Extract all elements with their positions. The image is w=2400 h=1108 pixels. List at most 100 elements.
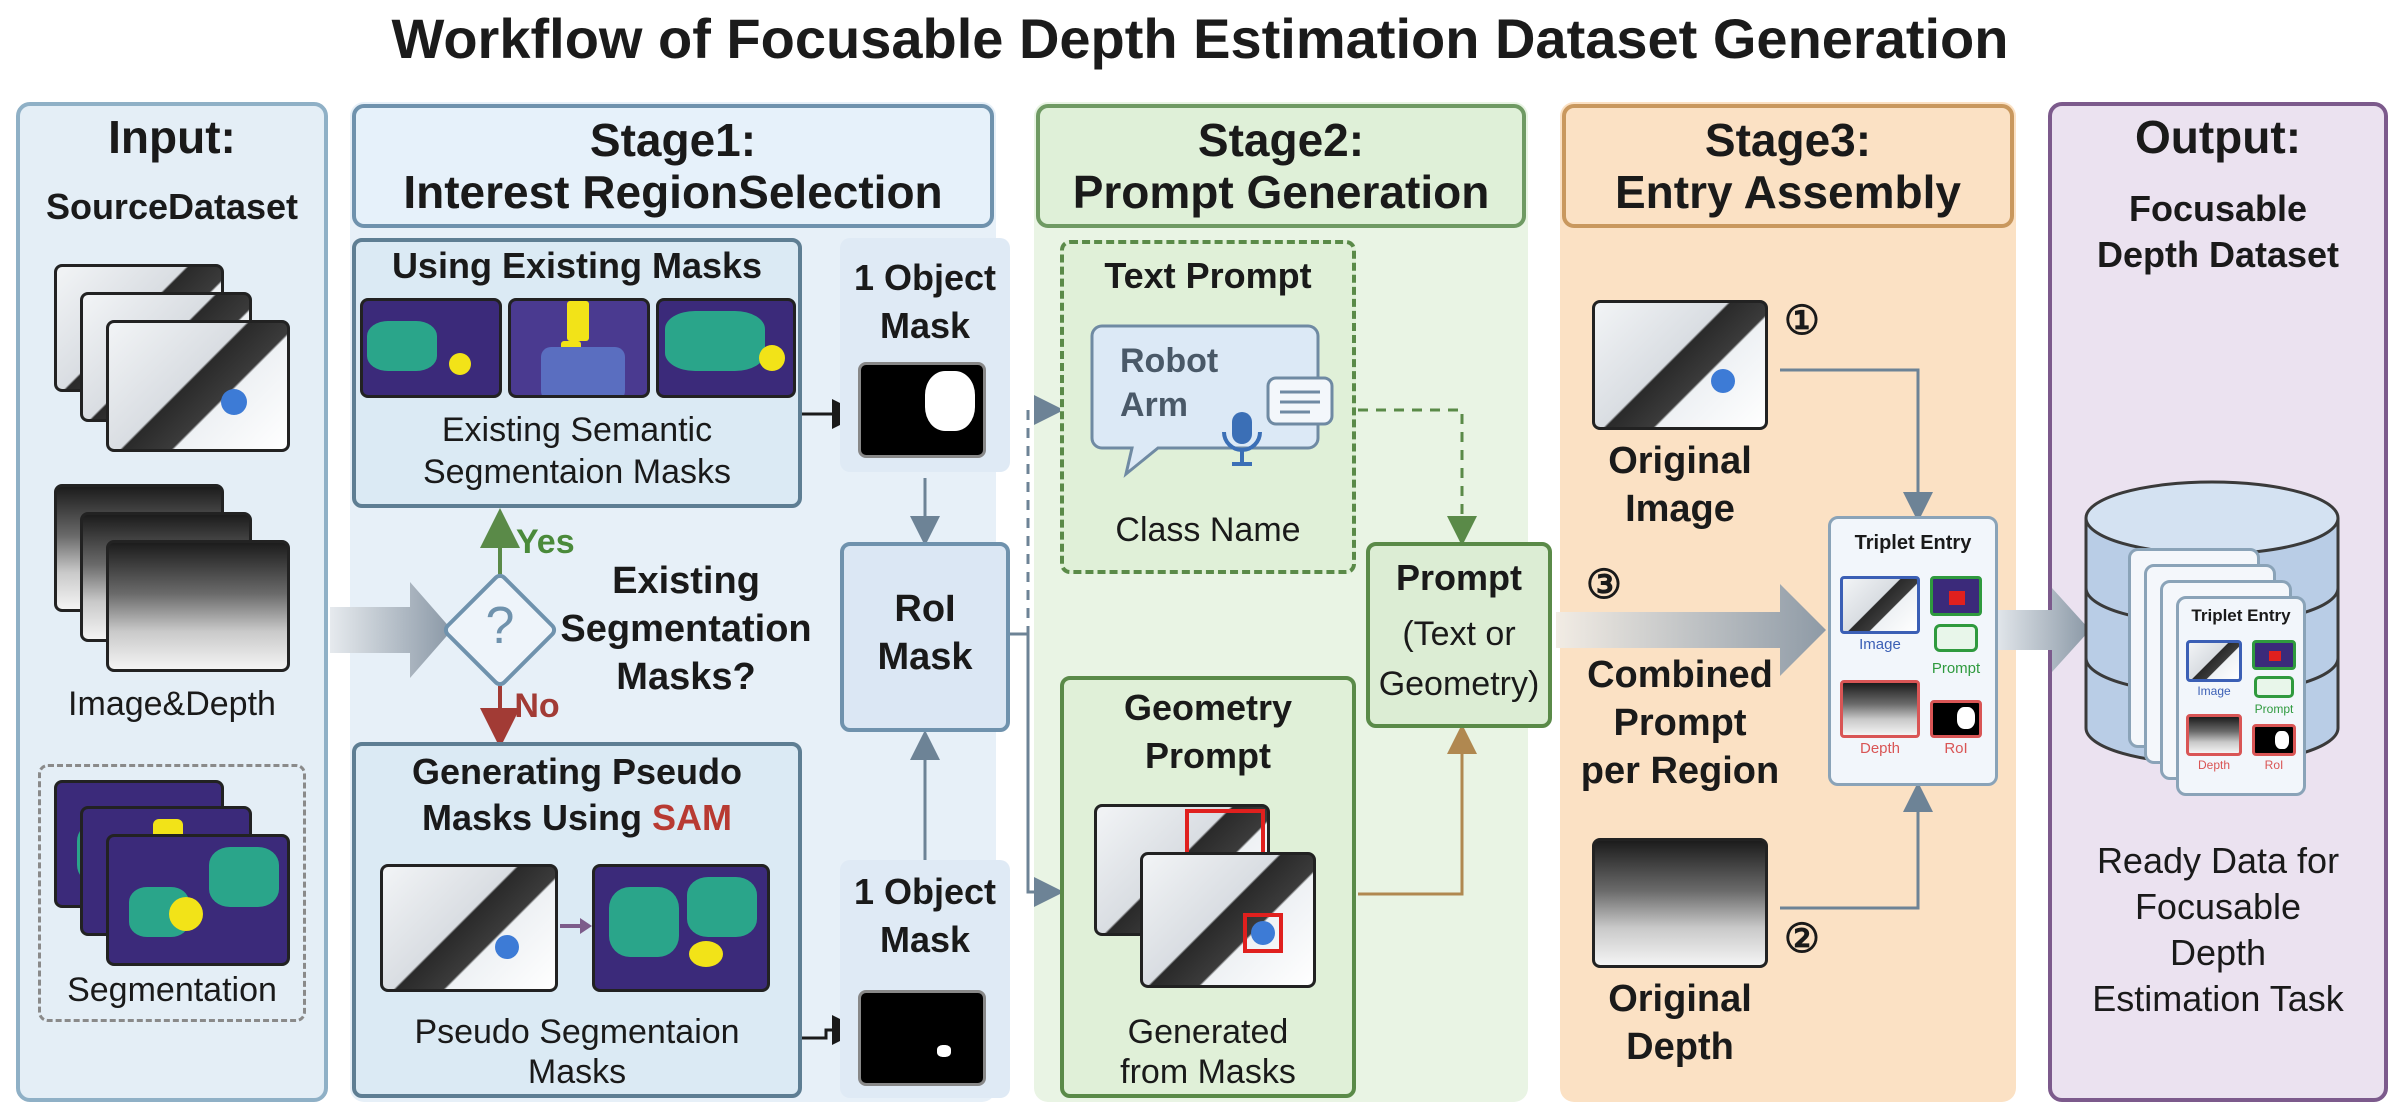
existing-masks-title: Using Existing Masks	[391, 245, 763, 286]
sam-label: SAM	[652, 797, 733, 838]
geometry-title-2: Prompt	[1145, 735, 1271, 776]
output-prompt-icon	[2254, 676, 2294, 698]
stage1-title-line2: Interest RegionSelection	[403, 166, 943, 218]
text-prompt-title: Text Prompt	[1104, 255, 1312, 296]
output-heading: Output:	[2134, 111, 2302, 163]
ready-line-4: Estimation Task	[2092, 978, 2344, 1019]
pseudo-output-mask	[592, 864, 770, 992]
pseudo-title-1: Generating Pseudo	[411, 751, 743, 792]
object-mask-top-label-2: Mask	[879, 305, 971, 346]
stage2-title-line2: Prompt Generation	[1072, 166, 1490, 218]
stage3-header: Stage3: Entry Assembly	[1562, 104, 2014, 228]
output-depth-label: Depth	[2197, 758, 2231, 772]
object-mask-bottom-label-2: Mask	[879, 919, 971, 960]
existing-mask-3	[656, 298, 796, 398]
triplet-entry-title: Triplet Entry	[1854, 532, 1972, 554]
geometry-image-front	[1140, 852, 1316, 988]
pseudo-title-2: Masks Using SAM	[352, 796, 802, 840]
output-depth-cell	[2186, 714, 2242, 756]
original-depth-thumb	[1592, 838, 1768, 968]
step-2-marker: ②	[1784, 917, 1820, 961]
pseudo-caption-2: Masks	[527, 1053, 627, 1091]
triplet-depth-cell	[1840, 680, 1920, 738]
stage1-header: Stage1: Interest RegionSelection	[352, 104, 994, 228]
output-roi-label: RoI	[2264, 758, 2284, 772]
no-label: No	[514, 687, 560, 725]
output-dataset-label-1: Focusable	[2128, 188, 2308, 229]
bubble-text-2: Arm	[1120, 386, 1189, 424]
source-seg-front	[106, 834, 290, 966]
bubble-text-1: Robot	[1120, 342, 1219, 380]
combined-label-1: Combined	[1587, 654, 1773, 696]
geometry-caption-2: from Masks	[1120, 1053, 1296, 1091]
stage1-title-line1: Stage1:	[589, 114, 757, 166]
output-dataset-label-2: Depth Dataset	[2096, 234, 2340, 275]
combined-prompt-arrow	[1556, 584, 1826, 676]
prompt-sub-2: Geometry)	[1378, 665, 1540, 703]
output-roi-cell	[2252, 724, 2296, 756]
input-flow-arrow	[330, 582, 452, 678]
class-name-label: Class Name	[1115, 511, 1301, 549]
output-image-cell	[2186, 640, 2242, 682]
pseudo-input-image	[380, 864, 558, 992]
triplet-prompt-label: Prompt	[1931, 660, 1981, 677]
question-icon: ?	[485, 597, 515, 655]
output-triplet-title: Triplet Entry	[2191, 606, 2291, 625]
segmentation-label: Segmentation	[67, 971, 277, 1009]
existing-masks-caption-1: Existing Semantic	[441, 411, 713, 449]
original-image-label-2: Image	[1625, 488, 1735, 530]
yes-label: Yes	[516, 523, 575, 561]
roi-mask-box	[840, 542, 1010, 732]
stage2-title-line1: Stage2:	[1197, 114, 1365, 166]
stage2-header: Stage2: Prompt Generation	[1036, 104, 1526, 228]
decision-line-1: Existing	[612, 560, 760, 602]
original-depth-label-1: Original	[1608, 978, 1752, 1020]
triplet-image-cell	[1840, 576, 1920, 634]
stage3-title-line1: Stage3:	[1704, 114, 1872, 166]
roi-label-1: RoI	[894, 588, 956, 630]
ready-line-2: Focusable	[2134, 886, 2302, 927]
object-mask-top-image	[858, 362, 986, 458]
source-dataset-label: SourceDataset	[45, 186, 299, 227]
object-mask-bottom-label-1: 1 Object	[853, 871, 997, 912]
prompt-box	[1366, 542, 1552, 728]
triplet-image-label: Image	[1859, 636, 1901, 653]
pseudo-caption-1: Pseudo Segmentaion	[414, 1013, 740, 1051]
pseudo-title-2-text: Masks Using	[421, 797, 643, 838]
segmentation-group	[38, 764, 306, 1022]
triplet-depth-label: Depth	[1859, 740, 1901, 757]
triplet-roi-label: RoI	[1944, 740, 1968, 757]
triplet-prompt-icon	[1934, 624, 1978, 652]
object-mask-bottom-image	[858, 990, 986, 1086]
existing-mask-1	[360, 298, 502, 398]
step-3-marker: ③	[1586, 563, 1622, 607]
image-depth-label: Image&Depth	[68, 685, 276, 723]
speech-bubble-icon	[1090, 324, 1334, 478]
decision-line-2: Segmentation	[560, 608, 812, 650]
ready-line-3: Depth	[2169, 932, 2267, 973]
combined-label-2: Prompt	[1613, 702, 1747, 744]
source-depth-front	[106, 540, 290, 672]
combined-label-3: per Region	[1580, 750, 1780, 792]
output-flow-arrow	[1992, 588, 2090, 672]
existing-mask-2	[508, 298, 650, 398]
geometry-title-1: Geometry	[1123, 687, 1293, 728]
prompt-title: Prompt	[1396, 557, 1522, 598]
pseudo-arrow-icon	[560, 918, 592, 934]
roi-label-2: Mask	[877, 636, 973, 678]
original-image-label-1: Original	[1608, 440, 1752, 482]
output-prompt-label: Prompt	[2254, 702, 2294, 716]
input-heading: Input:	[108, 111, 236, 163]
triplet-roi-cell	[1930, 700, 1982, 738]
ready-line-1: Ready Data for	[2096, 840, 2340, 881]
prompt-sub-1: (Text or	[1402, 615, 1516, 653]
original-depth-label-2: Depth	[1626, 1026, 1734, 1068]
output-prompt-cell	[2252, 640, 2296, 670]
geometry-caption-1: Generated	[1127, 1013, 1289, 1051]
source-image-front	[106, 320, 290, 452]
existing-masks-caption-2: Segmentaion Masks	[422, 453, 732, 491]
step-1-marker: ①	[1784, 299, 1820, 343]
triplet-prompt-cell	[1930, 576, 1982, 616]
original-image-thumb	[1592, 300, 1768, 430]
object-mask-top-label-1: 1 Object	[853, 257, 997, 298]
